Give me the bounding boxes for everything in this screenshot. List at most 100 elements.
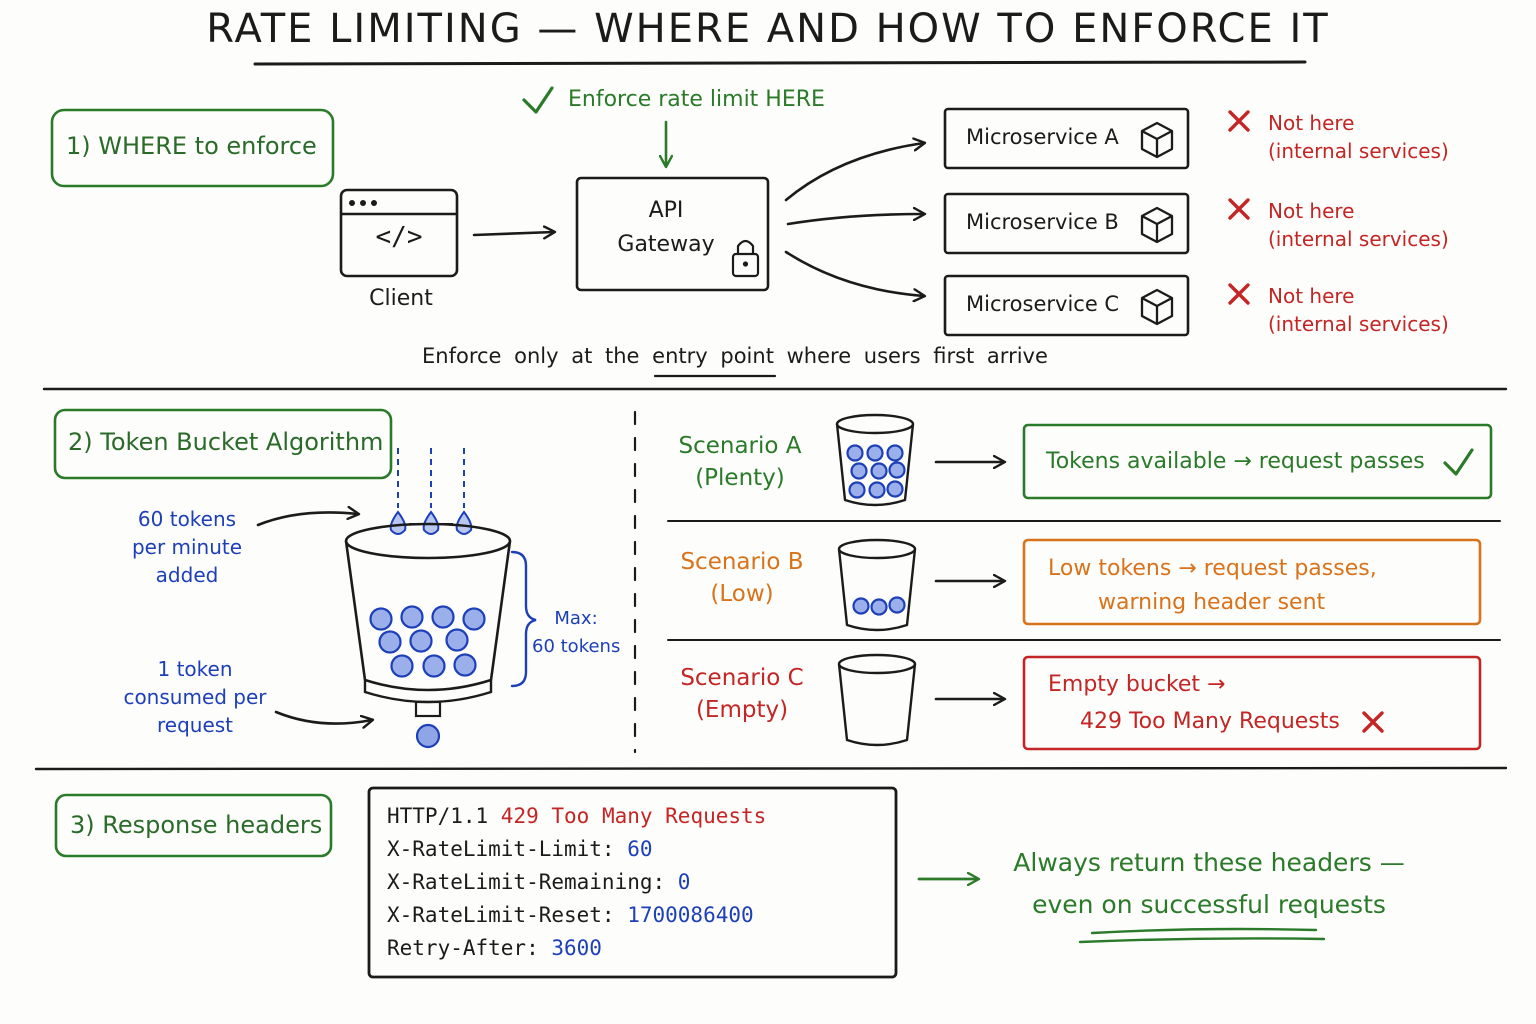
bucket-icon [344, 522, 512, 718]
status-text: 429 Too Many Requests [500, 804, 767, 828]
entry-note-emphasis: entry point [652, 344, 774, 368]
consumed-line-3: request [156, 713, 234, 737]
token-icon [400, 605, 424, 629]
page-title: RATE LIMITING — WHERE AND HOW TO ENFORCE… [206, 6, 1330, 52]
token-consumed-arrow [274, 710, 372, 724]
header-limit-name: X-RateLimit-Limit: [387, 837, 628, 861]
falling-tokens [389, 448, 473, 535]
header-limit: X-RateLimit-Limit: 60 [387, 833, 766, 866]
headers-note: Always return these headers — even on su… [1000, 842, 1418, 926]
cross-icon [1228, 198, 1250, 220]
microservice-c-label: Microservice C [966, 292, 1120, 316]
scenario-a-label: Scenario A (Plenty) [670, 430, 810, 494]
cross-icon [1362, 711, 1384, 733]
scenario-c-result-line-2: 429 Too Many Requests [1080, 709, 1340, 734]
token-icon [852, 597, 870, 615]
microservice-b-label: Microservice B [966, 210, 1119, 234]
title-underline [253, 60, 1307, 66]
microservice-a-label: Microservice A [966, 125, 1119, 149]
section1-label-box [50, 108, 335, 188]
scenario-b-name: Scenario B [680, 549, 804, 575]
check-icon [522, 86, 554, 114]
scenario-b-label: Scenario B (Low) [670, 546, 814, 610]
token-icon [390, 654, 414, 678]
token-icon [850, 462, 868, 480]
api-gateway-label: API Gateway [597, 194, 735, 262]
scenario-b-result-box [1022, 538, 1482, 626]
token-icon [409, 629, 433, 653]
token-icon [848, 481, 866, 499]
max-tokens-label: Max: 60 tokens [532, 605, 620, 661]
enforce-here-label: Enforce rate limit HERE [568, 87, 825, 112]
token-consumed-label: 1 token consumed per request [112, 655, 278, 739]
token-icon [888, 461, 906, 479]
not-here-b: Not here (internal services) [1268, 197, 1449, 253]
section1-label: 1) WHERE to enforce [66, 132, 317, 160]
status-line: HTTP/1.1 429 Too Many Requests [387, 800, 766, 833]
entry-point-note: Enforce only at the entry point where us… [422, 344, 1048, 368]
gateway-to-service-b-arrow [786, 214, 924, 226]
not-here-b-line-2: (internal services) [1268, 227, 1449, 251]
token-icon [445, 628, 469, 652]
header-remaining-name: X-RateLimit-Remaining: [387, 870, 678, 894]
header-limit-value: 60 [627, 837, 653, 861]
microservice-a-box [943, 107, 1190, 170]
headers-note-line-1: Always return these headers — [1013, 848, 1405, 877]
gateway-line-1: API [648, 198, 684, 223]
header-retry-after-value: 3600 [551, 936, 602, 960]
bucket-empty-icon [837, 653, 917, 747]
not-here-c: Not here (internal services) [1268, 282, 1449, 338]
scenario-c-label: Scenario C (Empty) [670, 662, 814, 726]
header-reset: X-RateLimit-Reset: 1700086400 [387, 899, 766, 932]
token-icon [888, 596, 906, 614]
added-line-3: added [155, 563, 219, 587]
tokens-added-label: 60 tokens per minute added [112, 505, 262, 589]
token-icon [369, 607, 393, 631]
section3-label-box [54, 793, 333, 858]
bucket-plenty-icon [835, 413, 915, 507]
scenario-c-result-box [1022, 655, 1482, 751]
token-drop-icon [389, 510, 407, 535]
token-icon [846, 444, 864, 462]
gateway-to-service-c-arrow [784, 250, 924, 296]
entry-note-before: Enforce only at the [422, 344, 640, 368]
token-icon [462, 607, 486, 631]
cross-icon [1228, 283, 1250, 305]
cube-icon [1140, 288, 1174, 326]
token-icon [870, 462, 888, 480]
consumed-line-2: consumed per [123, 685, 267, 709]
token-icon [870, 598, 888, 616]
microservice-b-box [943, 192, 1190, 255]
entry-note-after: where users first arrive [786, 344, 1048, 368]
max-line-2: 60 tokens [532, 636, 621, 657]
not-here-a-line-1: Not here [1268, 111, 1355, 135]
api-gateway-box [575, 176, 770, 292]
token-icon [431, 605, 455, 629]
code-glyph: </> [375, 222, 423, 252]
section2-label-box [53, 408, 393, 480]
header-remaining: X-RateLimit-Remaining: 0 [387, 866, 766, 899]
token-icon [422, 654, 446, 678]
token-icon [415, 723, 441, 749]
headers-note-line-2: even on successful requests [1032, 890, 1386, 919]
lock-icon [731, 239, 760, 278]
scenario-c-name: Scenario C [680, 665, 804, 691]
microservice-c-box [943, 274, 1190, 337]
client-to-gateway-arrow [472, 232, 554, 235]
header-retry-after-name: Retry-After: [387, 936, 552, 960]
section-divider-2 [34, 766, 1508, 771]
section3-label: 3) Response headers [70, 811, 323, 839]
scenario-a-name: Scenario A [678, 433, 802, 459]
response-headers-block: HTTP/1.1 429 Too Many Requests X-RateLim… [387, 800, 766, 965]
status-prefix: HTTP/1.1 [387, 804, 501, 828]
token-icon [378, 630, 402, 654]
added-line-2: per minute [131, 535, 243, 559]
token-icon [868, 481, 886, 499]
not-here-a-line-2: (internal services) [1268, 139, 1449, 163]
scenario-b-state: (Low) [710, 581, 774, 607]
header-remaining-value: 0 [677, 870, 691, 894]
token-icon [886, 480, 904, 498]
gateway-line-2: Gateway [617, 232, 715, 257]
scenario-a-result-box [1022, 423, 1493, 500]
